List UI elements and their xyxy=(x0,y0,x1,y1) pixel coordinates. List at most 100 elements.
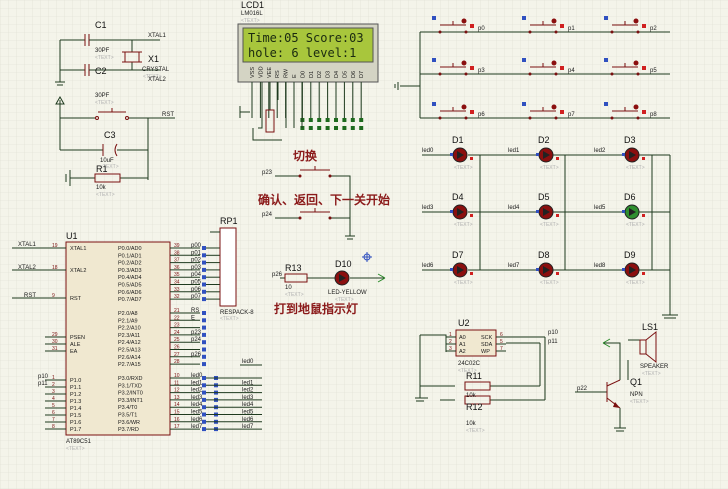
button-p7[interactable]: p7 xyxy=(522,102,575,120)
lcd-pin-terminal xyxy=(317,126,322,130)
lcd-pin-d3: D3 xyxy=(326,71,332,78)
ls1-text: <TEXT> xyxy=(642,371,661,377)
mcu-pin-name: P1.2 xyxy=(70,392,81,398)
mcu-pin-num: 10 xyxy=(174,373,180,379)
lcd-screen xyxy=(242,27,374,63)
mcu-pin-net: p23 xyxy=(191,330,202,336)
led-ref: D7 xyxy=(452,250,464,260)
mcu-pin-num: 32 xyxy=(174,294,180,300)
c1-ref: C1 xyxy=(95,20,107,30)
confirm-label: 确认、返回、下一关开始 xyxy=(258,192,390,207)
q1-model: NPN xyxy=(630,392,643,398)
probe-marker xyxy=(362,252,372,262)
mcu-pin-net: RS xyxy=(191,308,199,314)
lcd-ref: LCD1 xyxy=(241,0,264,10)
resistor-pack-rp1[interactable]: RP1 RESPACK-8 <TEXT> xyxy=(210,216,254,322)
r13-ref: R13 xyxy=(285,263,302,273)
lcd-pin-d7: D7 xyxy=(359,71,365,78)
lcd-pin-d4: D4 xyxy=(334,71,340,78)
button-matrix[interactable]: p0 p1 p2 p3 p4 p5 p6 p7 p8 xyxy=(394,16,670,120)
led-ref: D5 xyxy=(538,192,550,202)
p11-net: p11 xyxy=(38,381,48,387)
button-p5[interactable]: p5 xyxy=(604,58,657,76)
mcu-pin-num: 37 xyxy=(174,258,180,264)
button-p1[interactable]: p1 xyxy=(522,16,575,34)
crystal-section[interactable]: C1 30PF <TEXT> C2 30PF <TEXT> X1 CRYSTAL… xyxy=(55,20,170,106)
button-p2[interactable]: p2 xyxy=(604,16,657,34)
speaker-driver[interactable]: LS1 SPEAKER <TEXT> Q1 NPN <TEXT> p22 xyxy=(575,322,669,432)
mcu-pin-num: 34 xyxy=(174,280,180,286)
mcu-pin-num: 14 xyxy=(174,402,180,408)
mcu-pin-num: 21 xyxy=(174,308,180,314)
mcu-pin-name: P1.6 xyxy=(70,420,81,426)
mcu-pin-num: 19 xyxy=(52,243,58,249)
button-net-p5: p5 xyxy=(650,68,657,74)
lcd-pin-terminal xyxy=(359,126,364,130)
mcu-pin-name: P1.7 xyxy=(70,427,81,433)
p22-net: p22 xyxy=(577,386,588,392)
button-p3[interactable]: p3 xyxy=(432,58,485,76)
mcu-pin-name: P2.2/A10 xyxy=(118,326,141,332)
mcu-pin-num: 7 xyxy=(52,417,55,423)
lcd-module[interactable]: Time:05 Score:03 hole: 6 level:1 LCD1 LM… xyxy=(237,0,379,141)
mcu-pin-name: XTAL1 xyxy=(70,246,86,252)
button-p0[interactable]: p0 xyxy=(432,16,485,34)
mcu-pin-num: 5 xyxy=(52,403,55,409)
ls1-model: SPEAKER xyxy=(640,364,669,370)
ext-rst: RST xyxy=(24,293,36,299)
d10-ref: D10 xyxy=(335,259,352,269)
mcu-pin-name: P3.6/WR xyxy=(118,420,140,426)
eeprom-pin-num: 7 xyxy=(500,346,503,352)
button-p4[interactable]: p4 xyxy=(522,58,575,76)
lcd-pin-rw: RW xyxy=(284,68,290,78)
lcd-pin-d2: D2 xyxy=(317,71,323,78)
mcu-pin-net: led4 xyxy=(191,402,203,408)
mcu-pin-net: led0 xyxy=(191,373,203,379)
mcu-pin-name: P0.1/AD1 xyxy=(118,253,142,259)
x1-ref: X1 xyxy=(148,54,159,64)
led-net: led8 xyxy=(594,263,606,269)
led-text: <TEXT> xyxy=(540,280,559,286)
ls1-ref: LS1 xyxy=(642,322,658,332)
mcu-pin-name: P3.3/INT1 xyxy=(118,398,143,404)
led-ref: D1 xyxy=(452,135,464,145)
mcu-pin-net: p06 xyxy=(191,287,202,293)
lcd-pin-d0: D0 xyxy=(300,71,306,78)
mcu-pin-net: p04 xyxy=(191,272,202,278)
eeprom-pin-name: SDA xyxy=(481,342,493,348)
xtal2-net: XTAL2 xyxy=(148,77,167,83)
p3-led-net: led4 xyxy=(242,402,254,408)
indicator-led[interactable]: p26 R13 10 <TEXT> D10 LED-YELLOW <TEXT> … xyxy=(272,259,386,316)
ext-xtal1: XTAL1 xyxy=(18,242,37,248)
mcu-pin-name: P2.7/A15 xyxy=(118,362,141,368)
button-p6[interactable]: p6 xyxy=(432,102,485,120)
mcu-pin-num: 29 xyxy=(52,332,58,338)
button-p8[interactable]: p8 xyxy=(604,102,657,120)
mcu-pin-net: p03 xyxy=(191,265,202,271)
mcu-pin-name: P3.1/TXD xyxy=(118,383,142,389)
led-net: led5 xyxy=(594,205,606,211)
mode-switch-buttons[interactable]: p23 p24 切换 确认、返回、下一关开始 xyxy=(258,148,390,240)
mcu-pin-num: 28 xyxy=(174,359,180,365)
mcu-pin-name: P0.7/AD7 xyxy=(118,297,142,303)
reset-section[interactable]: C3 10uF <TEXT> R1 10k <TEXT> RST xyxy=(55,95,175,198)
x1-value: CRYSTAL xyxy=(142,67,170,73)
button-net-p0: p0 xyxy=(478,26,485,32)
mcu-pin-num: 24 xyxy=(174,330,180,336)
mcu-text: <TEXT> xyxy=(66,446,85,452)
